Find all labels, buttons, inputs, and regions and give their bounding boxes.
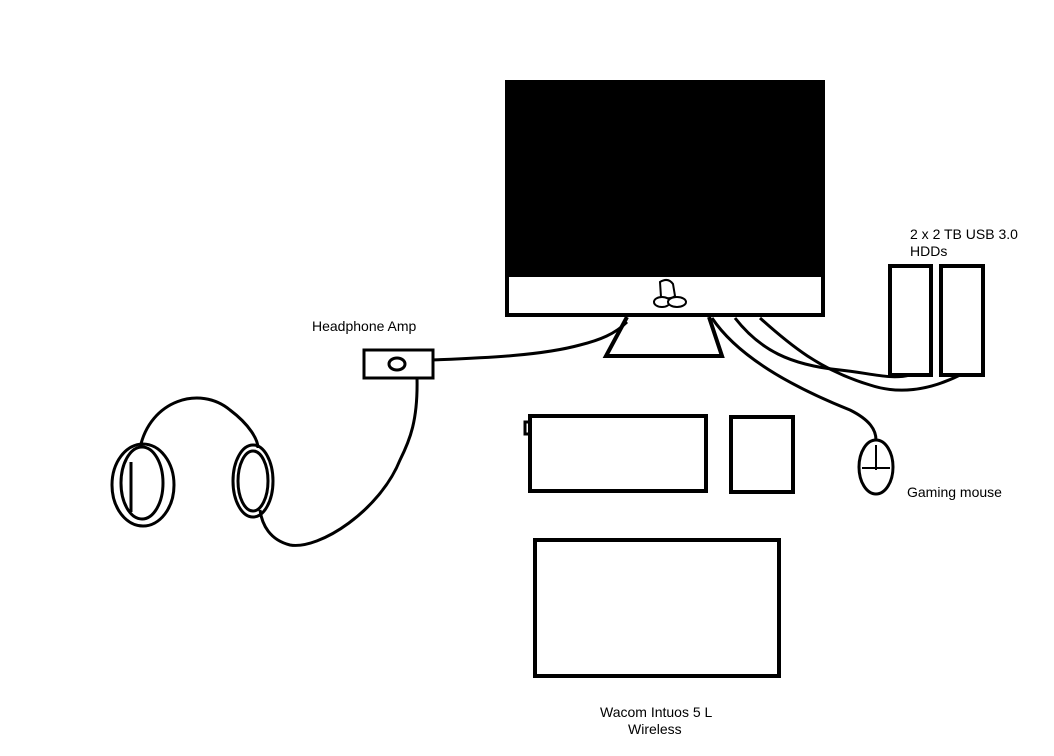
headphone-amp xyxy=(362,348,435,380)
monitor-screen xyxy=(505,80,825,277)
monitor xyxy=(505,80,825,358)
gaming-mouse-label: Gaming mouse xyxy=(907,484,1002,500)
hdds-label-line2: HDDs xyxy=(910,243,948,259)
headphone-cable xyxy=(258,377,419,547)
headphones xyxy=(110,396,275,528)
tablet-label-line2: Wireless xyxy=(628,721,682,737)
hdd-1 xyxy=(888,264,933,377)
mouse-cable xyxy=(710,317,878,441)
numpad xyxy=(729,415,795,494)
hdd-2 xyxy=(939,264,985,377)
hdds-label-line1: 2 x 2 TB USB 3.0 xyxy=(910,226,1018,242)
wacom-tablet xyxy=(533,538,781,678)
headphone-amp-label: Headphone Amp xyxy=(312,318,417,334)
tablet-label-line1: Wacom Intuos 5 L xyxy=(600,704,713,720)
keyboard xyxy=(523,414,708,493)
hdd-1-cable xyxy=(733,317,911,379)
monitor-stand xyxy=(602,316,725,358)
gaming-mouse xyxy=(857,438,895,496)
hdd-2-cable xyxy=(758,316,961,392)
headband xyxy=(138,396,260,449)
amp-to-monitor-cable xyxy=(432,320,629,362)
amp-knob xyxy=(387,356,407,372)
hdds xyxy=(888,264,985,377)
monitor-logo-icon xyxy=(653,278,687,308)
